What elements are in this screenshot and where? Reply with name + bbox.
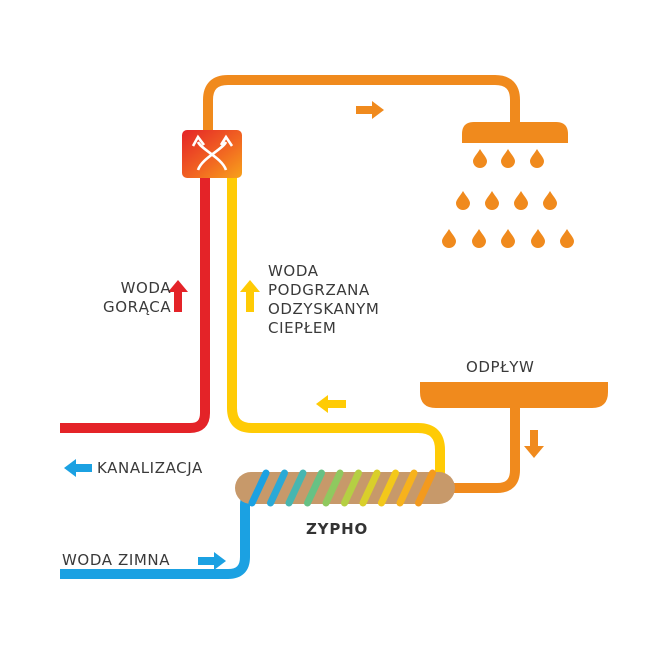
arrow-up-yellow-icon — [240, 280, 260, 312]
water-drop-icon — [456, 191, 470, 210]
water-drop-icon — [501, 149, 515, 168]
shower-supply-pipe — [203, 75, 520, 140]
water-drop-icon — [543, 191, 557, 210]
recovered-water-label-line-1: WODA — [268, 262, 319, 280]
water-drop-icon — [501, 229, 515, 248]
hot-water-label-line-1: WODA — [120, 279, 172, 297]
drain-label: ODPŁYW — [466, 358, 535, 376]
recovered-water-label: WODA PODGRZANA ODZYSKANYM CIEPŁEM — [268, 262, 379, 338]
cold-water-label: WODA ZIMNA — [62, 551, 171, 569]
hot-water-pipe — [60, 175, 210, 433]
sewer-label: KANALIZACJA — [97, 459, 203, 477]
water-drop-icon — [472, 229, 486, 248]
water-drop-icon — [473, 149, 487, 168]
coil-winding — [267, 469, 288, 507]
recovered-water-label-line-3: ODZYSKANYM — [268, 300, 380, 318]
water-drop-icon — [531, 229, 545, 248]
water-drop-icon — [560, 229, 574, 248]
device-label: ZYPHO — [306, 520, 369, 538]
recovered-water-label-line-4: CIEPŁEM — [268, 319, 337, 337]
water-drop-icon — [442, 229, 456, 248]
coil-winding — [396, 469, 418, 507]
arrow-left-blue-icon — [64, 459, 92, 477]
coil-winding — [341, 469, 362, 507]
mixer-valve-icon — [182, 130, 242, 178]
water-drop-icon — [514, 191, 528, 210]
hot-water-label: WODA GORĄCA — [103, 279, 171, 317]
water-drop-icon — [485, 191, 499, 210]
drain-tray-icon — [420, 382, 608, 408]
drain-pipe — [440, 408, 520, 493]
coil-winding — [378, 469, 399, 507]
coil-winding — [359, 469, 381, 507]
coil-winding — [415, 469, 436, 507]
coil-winding — [248, 469, 270, 507]
coil-winding — [285, 469, 307, 507]
arrow-right-blue-icon — [198, 552, 226, 570]
shower-head-icon — [442, 122, 574, 248]
arrow-left-yellow-icon — [316, 395, 346, 413]
recovered-water-pipe — [227, 175, 445, 488]
arrow-down-orange-icon — [524, 430, 544, 458]
arrow-up-red-icon — [168, 280, 188, 312]
coil-winding — [304, 469, 325, 507]
heat-exchanger-coil-icon — [235, 469, 455, 507]
hot-water-label-line-2: GORĄCA — [103, 298, 172, 316]
arrow-right-orange-icon — [356, 101, 384, 119]
water-drop-icon — [530, 149, 544, 168]
recovered-water-label-line-2: PODGRZANA — [268, 281, 370, 299]
coil-winding — [322, 469, 344, 507]
